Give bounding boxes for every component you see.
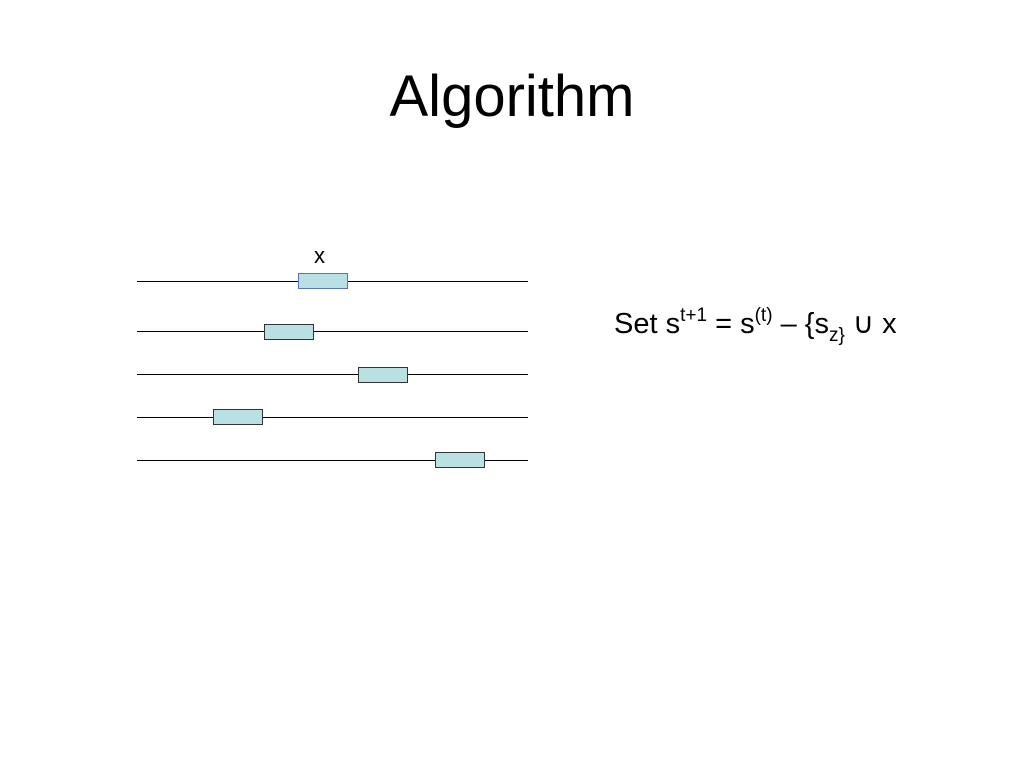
motif-box <box>358 367 408 383</box>
motif-box <box>435 452 485 468</box>
sequence-line <box>137 374 528 375</box>
formula-superscript-t-plus-1: t+1 <box>680 305 708 326</box>
slide-title: Algorithm <box>389 64 635 129</box>
formula-minus: – {s <box>772 308 829 340</box>
formula-equals: = s <box>707 308 755 340</box>
x-label: x <box>314 243 325 268</box>
motif-box <box>264 324 314 340</box>
formula-superscript-t: (t) <box>754 305 773 326</box>
update-formula: Set st+1 = s(t) – {sz} ∪ x <box>614 305 897 345</box>
sequence-line <box>137 417 528 418</box>
motif-box <box>213 409 263 425</box>
formula-union-x: ∪ x <box>844 308 897 340</box>
formula-subscript-z: z} <box>828 325 845 346</box>
selected-motif-box <box>298 273 348 289</box>
sequence-line <box>137 460 528 461</box>
formula-prefix: Set s <box>614 308 681 340</box>
sequence-line <box>137 331 528 332</box>
